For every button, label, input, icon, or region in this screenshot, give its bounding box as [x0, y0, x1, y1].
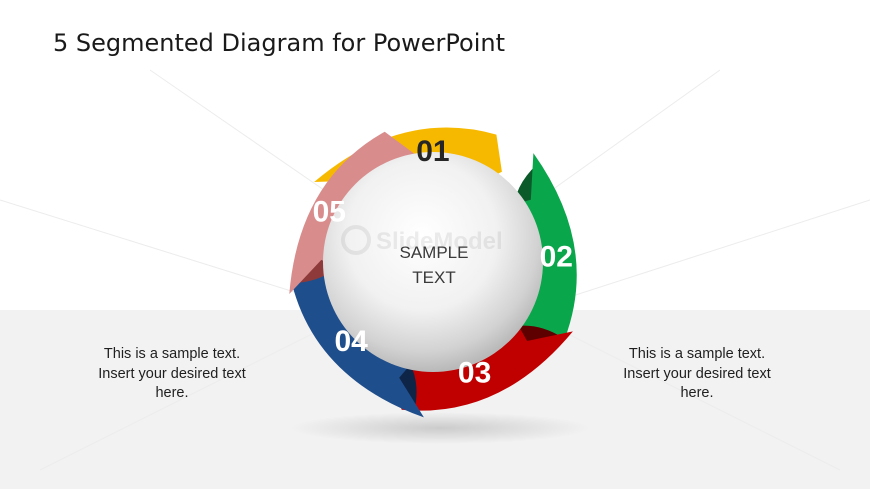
segment-03-label: 03	[458, 356, 491, 389]
center-text-line-1: SAMPLE	[400, 243, 469, 262]
segment-02-label: 02	[540, 241, 573, 274]
caption-left-line-2: Insert your desired text	[98, 365, 246, 382]
caption-right: This is a sample text. Insert your desir…	[597, 345, 797, 404]
caption-left: This is a sample text. Insert your desir…	[72, 345, 272, 404]
center-sphere	[323, 152, 543, 372]
caption-right-line-1: This is a sample text.	[628, 346, 766, 362]
segment-03-arrow	[389, 318, 573, 411]
caption-left-line-1: This is a sample text.	[103, 346, 241, 362]
caption-left-line-3: here.	[155, 385, 189, 401]
segment-04-label: 04	[335, 325, 369, 358]
segment-05-label: 05	[313, 196, 346, 229]
page-title: 5 Segmented Diagram for PowerPoint	[53, 29, 505, 57]
caption-right-line-2: Insert your desired text	[623, 365, 771, 382]
watermark: SlideModel	[341, 225, 503, 255]
center-text-line-2: TEXT	[412, 268, 455, 287]
segment-01-label: 01	[416, 135, 449, 168]
caption-right-line-3: here.	[680, 385, 714, 401]
diagram-shadow	[290, 412, 590, 444]
svg-text:SlideModel: SlideModel	[376, 228, 503, 255]
